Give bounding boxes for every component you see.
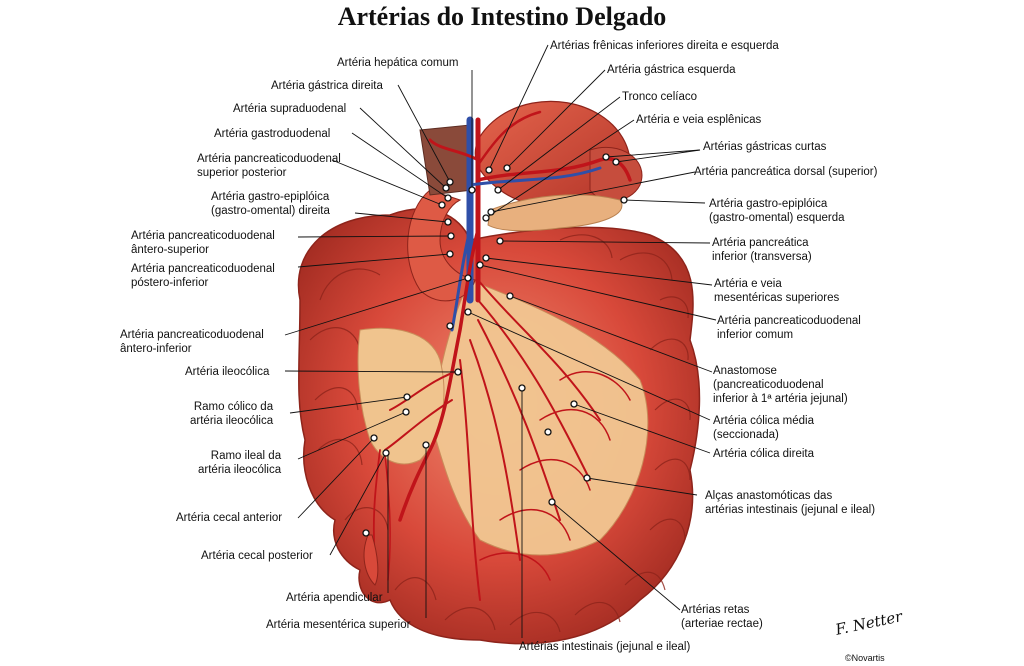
label-colica-direita: Artéria cólica direita bbox=[713, 448, 814, 460]
label-gastrica-direita: Artéria gástrica direita bbox=[271, 80, 383, 92]
appendix bbox=[363, 534, 379, 586]
label-colica-media: Artéria cólica média(seccionada) bbox=[713, 415, 814, 441]
spleen bbox=[589, 146, 643, 202]
ascending-colon-area bbox=[357, 327, 445, 465]
label-apendicular: Artéria apendicular bbox=[286, 592, 383, 604]
diagram-title: Artérias do Intestino Delgado bbox=[337, 2, 667, 31]
label-esplenicas: Artéria e veia esplênicas bbox=[636, 114, 762, 126]
label-gastro-epiploica-esquerda: Artéria gastro-epiplóica(gastro-omental)… bbox=[709, 198, 845, 224]
label-tronco-celiaco: Tronco celíaco bbox=[622, 91, 697, 103]
leader-lines bbox=[284, 44, 717, 638]
label-hepatica-comum: Artéria hepática comum bbox=[337, 57, 459, 69]
label-intestinais: Artérias intestinais (jejunal e ileal) bbox=[519, 641, 691, 653]
callout-markers bbox=[362, 153, 628, 537]
label-ileocolica: Artéria ileocólica bbox=[185, 366, 270, 378]
label-gastrica-esquerda: Artéria gástrica esquerda bbox=[607, 64, 736, 76]
label-mesenterica-superior: Artéria mesentérica superior bbox=[266, 619, 411, 631]
label-cecal-posterior: Artéria cecal posterior bbox=[201, 550, 313, 562]
duodenum bbox=[407, 189, 476, 302]
label-cecal-anterior: Artéria cecal anterior bbox=[176, 512, 283, 524]
label-gastricas-curtas: Artérias gástricas curtas bbox=[703, 141, 827, 153]
label-pancreatica-dorsal: Artéria pancreática dorsal (superior) bbox=[694, 166, 878, 178]
label-gastroduodenal: Artéria gastroduodenal bbox=[214, 128, 331, 140]
copyright-credit: ©Novartis bbox=[845, 653, 885, 663]
label-gastro-epiploica-direita: Artéria gastro-epiplóica(gastro-omental)… bbox=[211, 191, 330, 217]
pancreas bbox=[487, 194, 623, 232]
label-supraduodenal: Artéria supraduodenal bbox=[233, 103, 347, 115]
label-retas: Artérias retas(arteriae rectae) bbox=[681, 604, 763, 630]
label-frenicas: Artérias frênicas inferiores direita e e… bbox=[550, 40, 779, 52]
